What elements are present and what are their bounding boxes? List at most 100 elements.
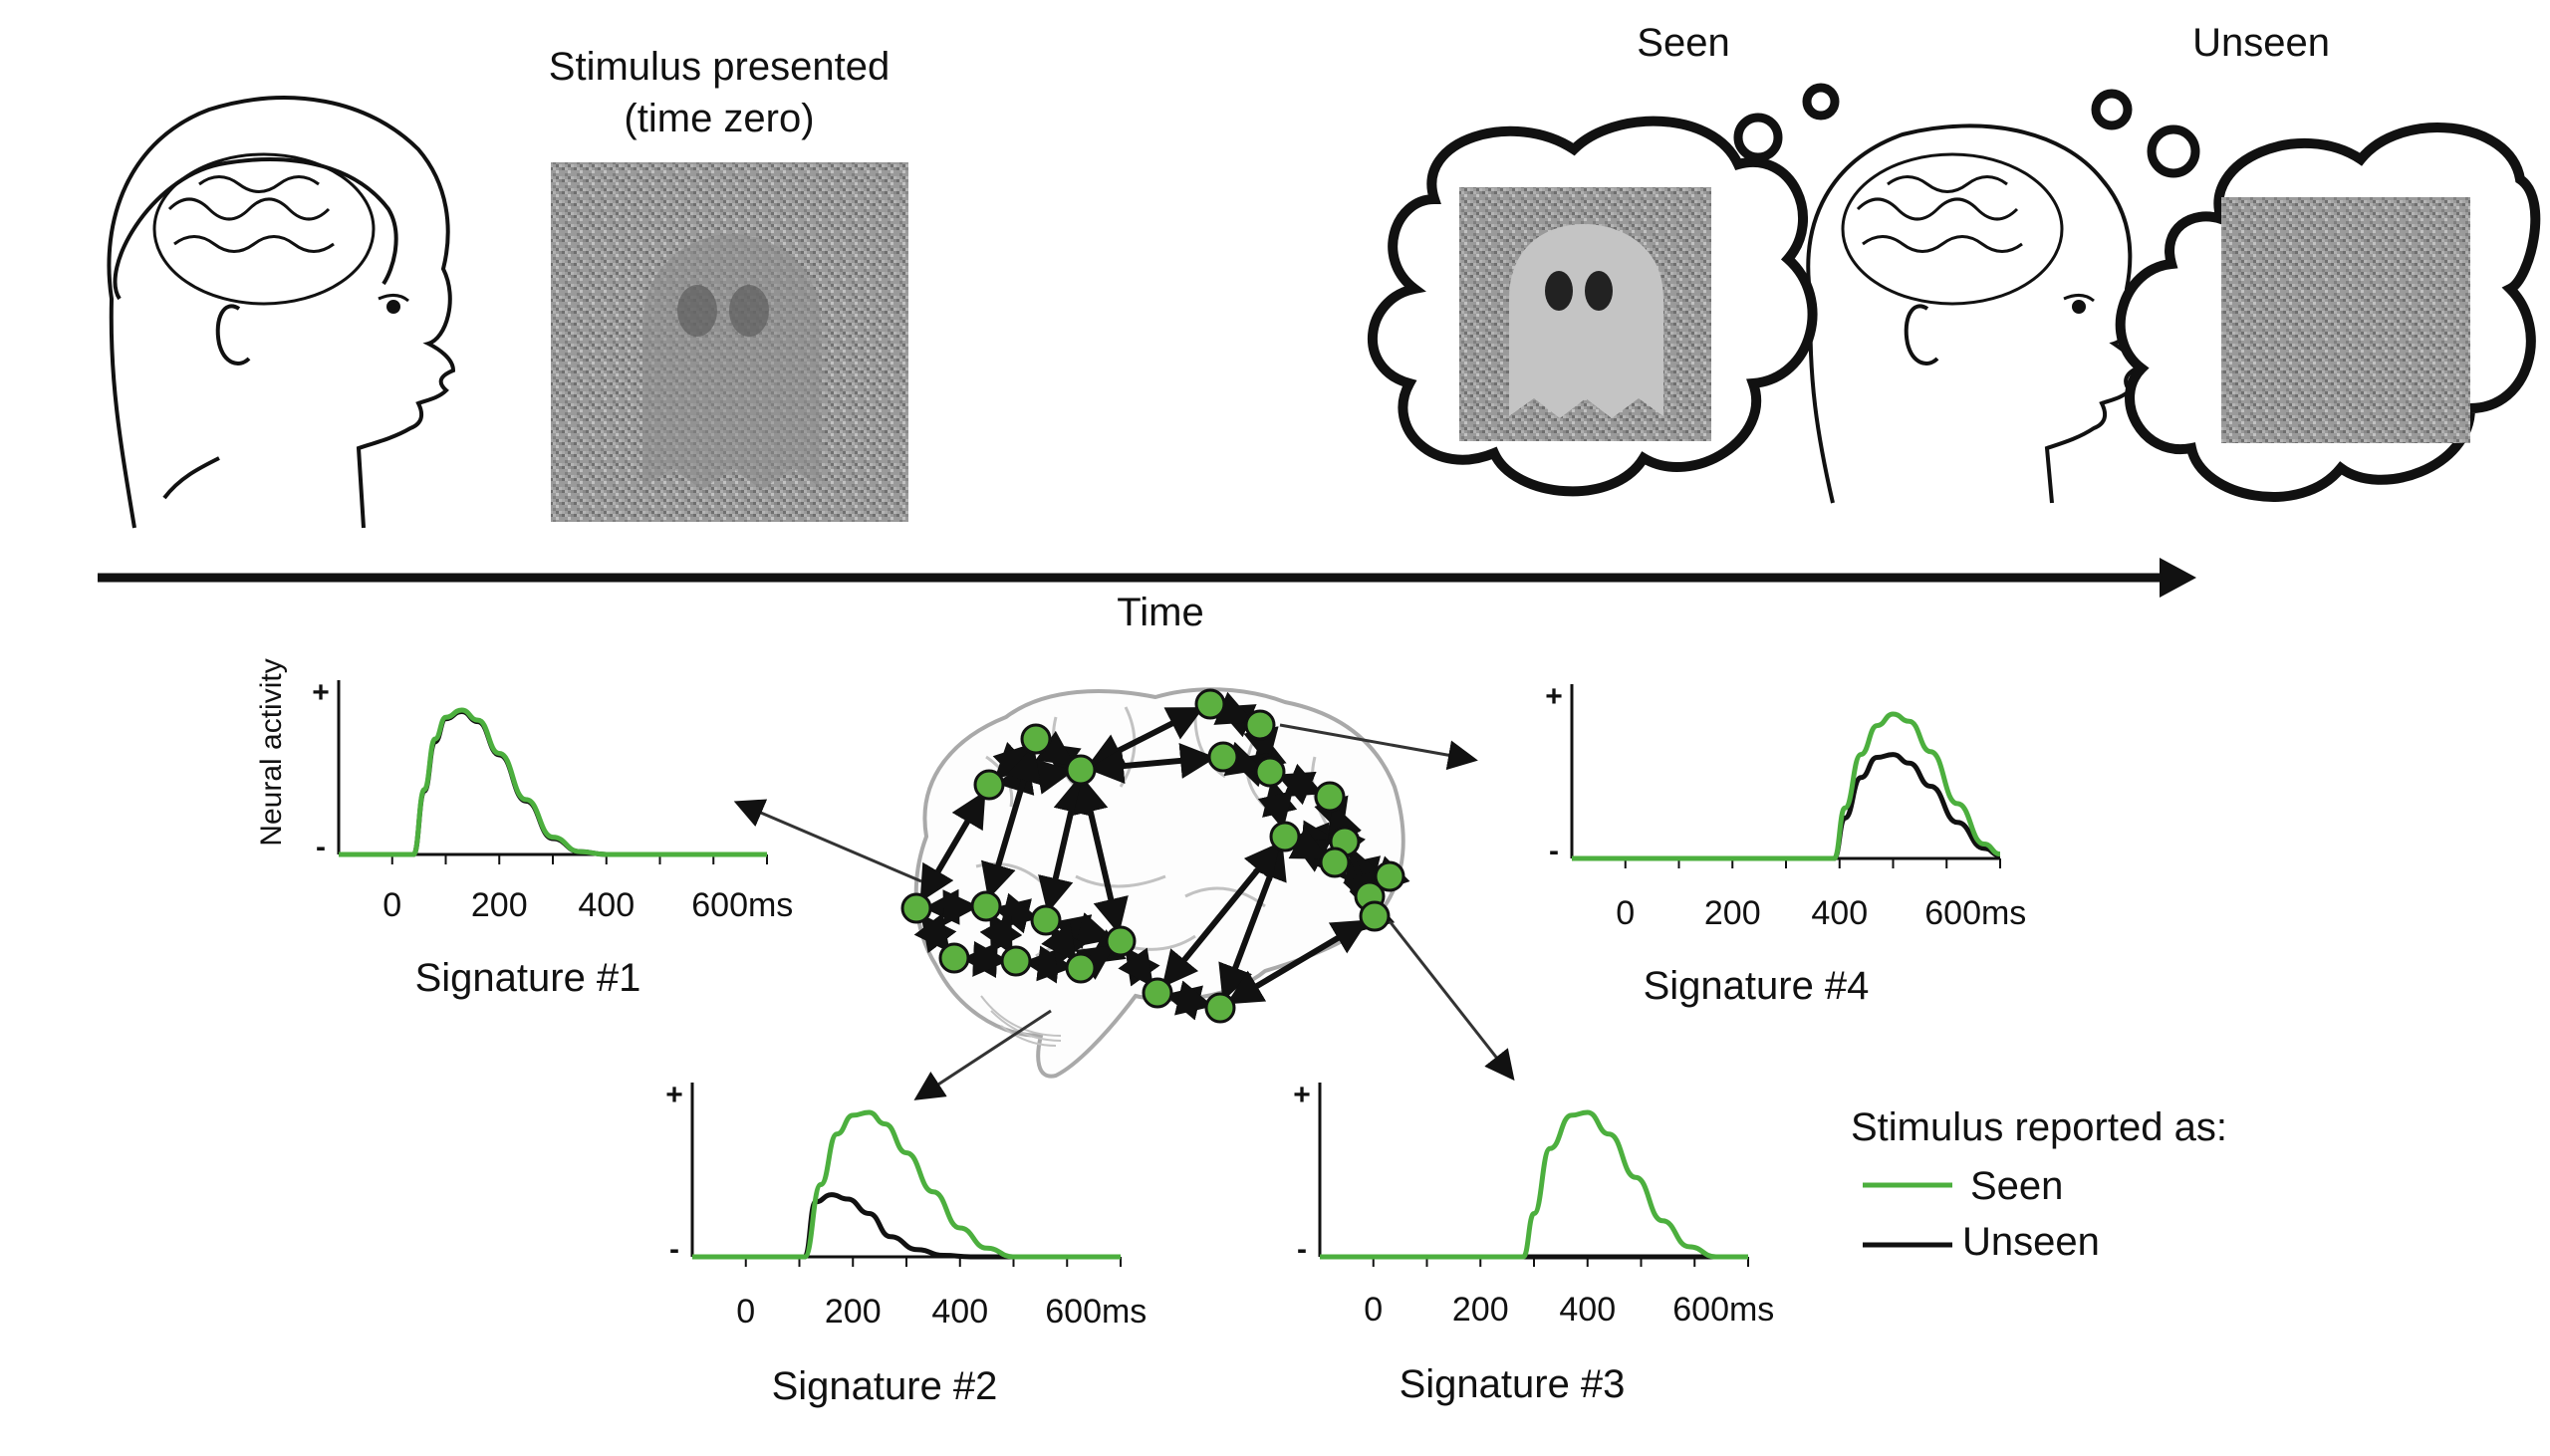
network-node <box>1244 709 1276 741</box>
network-node <box>1020 723 1052 755</box>
network-node <box>1254 756 1286 788</box>
x-tick-label: 200 <box>1452 1291 1509 1329</box>
network-node <box>900 892 932 924</box>
network-edge <box>1038 776 1089 914</box>
arrow-to-signature-2 <box>913 1009 1052 1100</box>
network-edge <box>1075 929 1127 980</box>
time-arrowhead <box>2160 558 2196 598</box>
network-edge <box>1288 827 1332 872</box>
chart-title: Signature #3 <box>1400 1362 1626 1406</box>
network-edge <box>919 791 986 902</box>
network-node <box>1374 860 1405 892</box>
network-edge <box>960 940 1010 979</box>
network-edge <box>1022 945 1075 984</box>
network-edge <box>1243 726 1287 771</box>
x-tick-label: 600ms <box>691 886 793 924</box>
stimulus-title-line1: Stimulus presented <box>549 45 890 89</box>
network-node <box>1030 904 1062 936</box>
y-tick-plus: + <box>312 676 330 709</box>
series-line-unseen <box>338 708 767 857</box>
x-tick-label: 0 <box>736 1293 755 1331</box>
network-edge <box>1291 820 1339 858</box>
seen-label: Seen <box>1637 21 1729 65</box>
y-tick-minus: - <box>1297 1233 1307 1266</box>
signature-3-chart: 0 200 400 600ms + - Signature #3 <box>1293 1079 1774 1406</box>
network-node <box>1065 754 1097 786</box>
network-node <box>1142 977 1173 1009</box>
x-tick-label: 0 <box>382 886 401 924</box>
series-line-unseen <box>1572 752 2001 861</box>
stimulus-image <box>551 162 908 522</box>
network-node <box>1319 847 1351 878</box>
network-edge <box>1118 946 1160 988</box>
network-node <box>1065 952 1097 984</box>
x-tick-label: 600ms <box>1924 894 2026 932</box>
network-edge <box>1041 922 1086 966</box>
x-tick-label: 400 <box>578 886 635 924</box>
network-edge <box>1213 691 1257 738</box>
network-edge <box>913 912 957 954</box>
y-tick-plus: + <box>1293 1079 1311 1111</box>
head-left <box>107 96 456 529</box>
series-line-seen <box>691 1109 1121 1260</box>
network-edge <box>922 888 980 926</box>
x-tick-label: 400 <box>1811 894 1868 932</box>
unseen-label: Unseen <box>2192 21 2330 65</box>
network-edge <box>1035 730 1082 779</box>
network-edge <box>1087 742 1217 785</box>
network-node <box>938 942 970 974</box>
series-line-unseen <box>691 1192 1121 1260</box>
seen-thought-cloud <box>1368 116 1818 497</box>
network-edges <box>913 691 1410 1021</box>
network-node <box>1105 925 1137 957</box>
network-node <box>1204 992 1236 1024</box>
chart-title: Signature #4 <box>1644 964 1870 1008</box>
x-tick-label: 200 <box>825 1293 882 1331</box>
network-edge <box>1073 776 1129 935</box>
y-tick-minus: - <box>316 831 326 863</box>
network-node <box>1000 945 1032 977</box>
stimulus-title-line2: (time zero) <box>624 97 814 140</box>
signature-2-chart: 0 200 400 600ms + - Signature #2 <box>665 1079 1147 1408</box>
legend-unseen-label: Unseen <box>1962 1220 2100 1264</box>
legend: Stimulus reported as: Seen Unseen <box>1851 1105 2227 1264</box>
network-node <box>1314 781 1346 813</box>
x-tick-label: 0 <box>1616 894 1635 932</box>
x-tick-label: 400 <box>1559 1291 1616 1329</box>
series-line-seen <box>1572 711 2001 861</box>
x-tick-label: 600ms <box>1672 1291 1774 1329</box>
network-node <box>1207 741 1239 773</box>
x-tick-label: 0 <box>1364 1291 1383 1329</box>
y-tick-minus: - <box>1549 835 1559 867</box>
thought-bubbles-seen <box>1733 83 1840 162</box>
x-tick-label: 200 <box>471 886 528 924</box>
chart-title: Signature #1 <box>415 956 641 1000</box>
legend-title: Stimulus reported as: <box>1851 1105 2227 1149</box>
arrow-to-signature-1 <box>733 799 922 883</box>
brain-network <box>900 687 1410 1079</box>
series-line-seen <box>338 707 767 857</box>
series-line-seen <box>1319 1109 1748 1260</box>
unseen-thought-cloud <box>2115 121 2541 502</box>
legend-seen-label: Seen <box>1970 1164 2063 1208</box>
y-tick-minus: - <box>669 1233 679 1266</box>
thought-bubbles-unseen <box>2091 89 2200 178</box>
x-tick-label: 400 <box>931 1293 988 1331</box>
x-tick-label: 200 <box>1704 894 1761 932</box>
network-edge <box>979 912 1023 955</box>
network-node <box>1359 900 1391 932</box>
chart-title: Signature #2 <box>772 1364 998 1408</box>
arrow-to-signature-3 <box>1388 920 1515 1082</box>
time-label: Time <box>1117 591 1203 634</box>
network-node <box>1269 821 1301 852</box>
x-tick-label: 600ms <box>1045 1293 1147 1331</box>
network-edge <box>1163 980 1214 1021</box>
network-node <box>1194 688 1226 720</box>
head-right <box>1806 123 2140 504</box>
network-node <box>970 890 1002 922</box>
y-tick-plus: + <box>665 1079 683 1111</box>
network-nodes <box>900 688 1405 1024</box>
